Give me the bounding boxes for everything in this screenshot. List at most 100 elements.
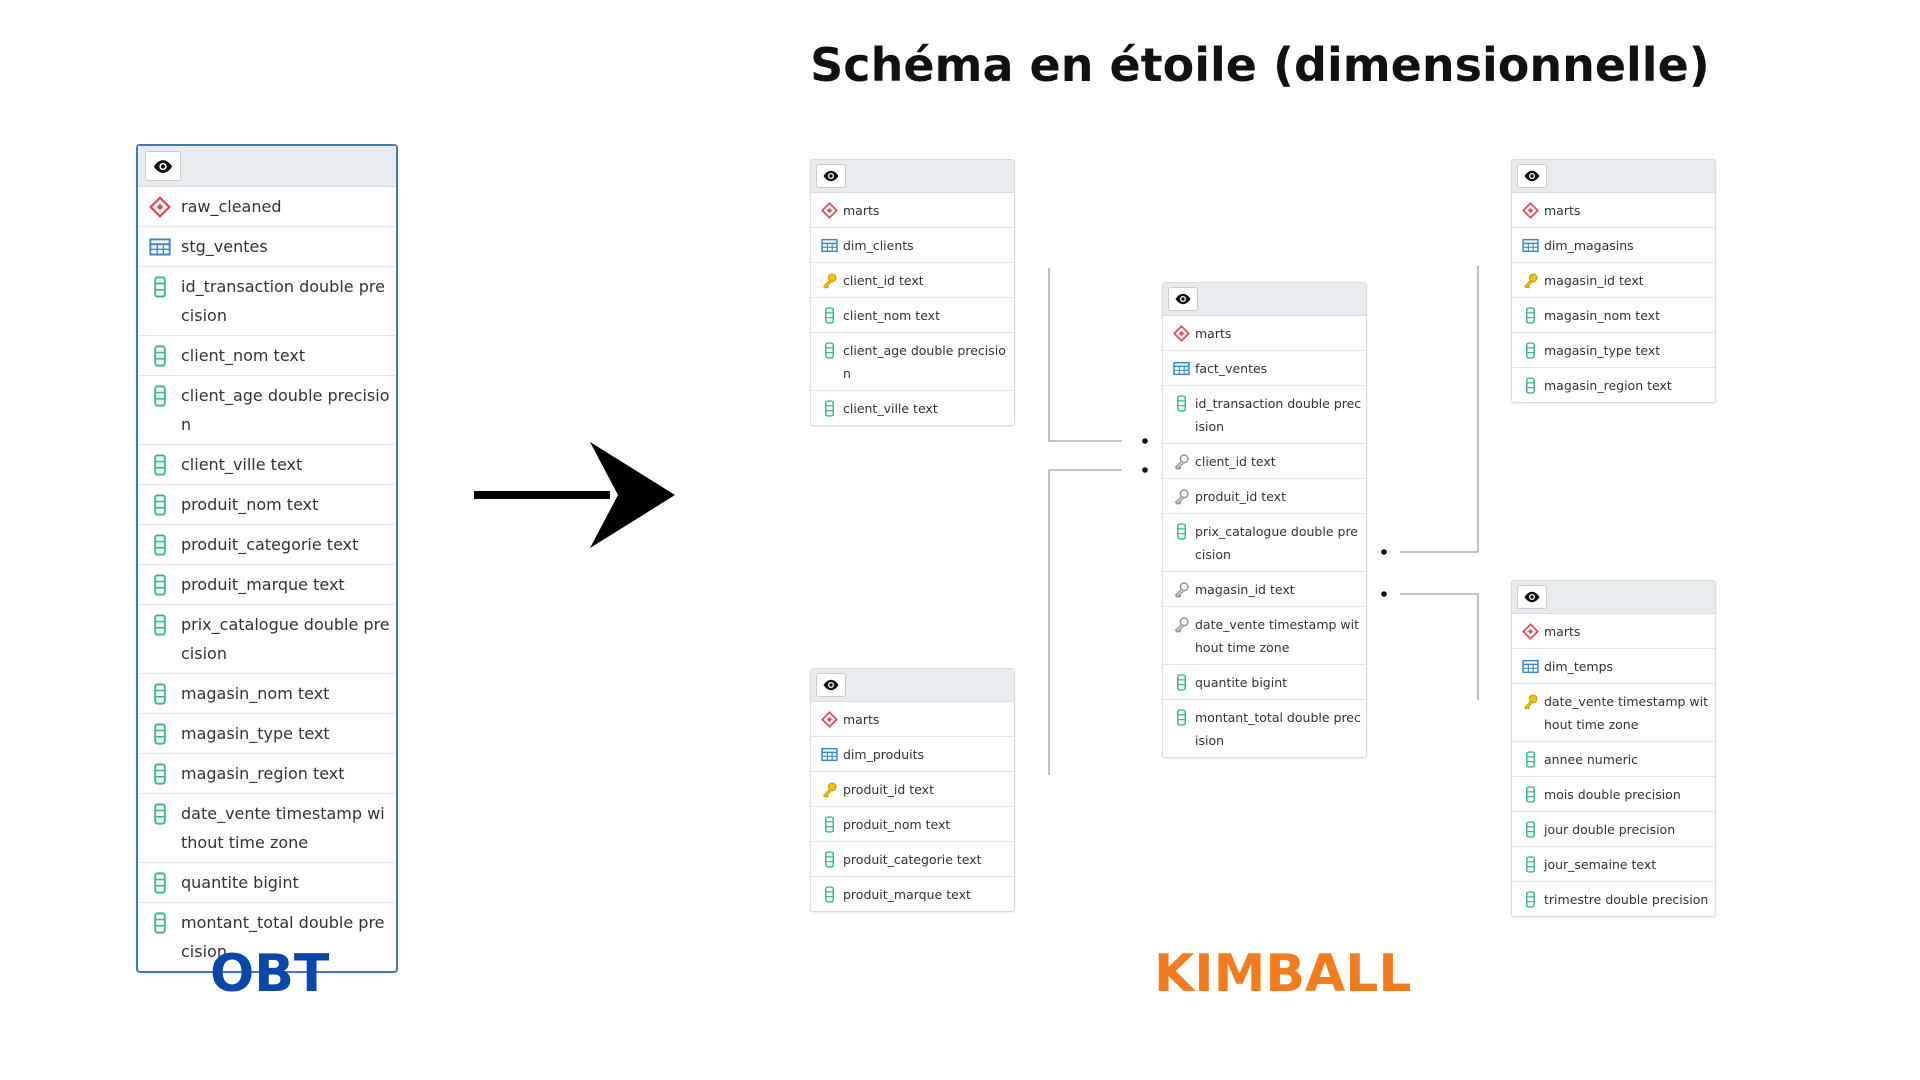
column-row: produit_nom text	[138, 485, 396, 525]
table-name-row: stg_ventes	[138, 227, 396, 267]
eye-icon[interactable]	[1168, 287, 1198, 311]
table-name-row-label: fact_ventes	[1195, 361, 1268, 376]
column-row: produit_marque text	[811, 877, 1014, 911]
eye-icon[interactable]	[816, 673, 846, 697]
column-row-label: client_age double precision	[843, 343, 1006, 381]
kimball-label: KIMBALL	[1154, 944, 1412, 1004]
column-row-label: magasin_type text	[1544, 343, 1661, 358]
foreign-key-row-label: client_id text	[1195, 454, 1276, 469]
column-row: produit_categorie text	[138, 525, 396, 565]
dim-magasins-card: marts dim_magasins magasin_id text magasin_…	[1511, 159, 1716, 403]
column-icon	[819, 304, 839, 327]
column-row-label: magasin_region text	[181, 764, 345, 783]
schema-row: marts	[811, 193, 1014, 228]
column-row-label: date_vente timestamp without time zone	[181, 804, 385, 852]
schema-row-label: marts	[1195, 326, 1232, 341]
column-row: montant_total double precision	[1163, 700, 1366, 757]
column-row: magasin_type text	[1512, 333, 1715, 368]
table-header	[1512, 581, 1715, 614]
eye-icon[interactable]	[145, 151, 181, 181]
key-row-label: magasin_id text	[1544, 273, 1644, 288]
column-row: produit_marque text	[138, 565, 396, 605]
schema-row: marts	[1512, 614, 1715, 649]
foreign-key-row: client_id text	[1163, 444, 1366, 479]
foreign-key-row: magasin_id text	[1163, 572, 1366, 607]
column-row: annee numeric	[1512, 742, 1715, 777]
column-row: jour_semaine text	[1512, 847, 1715, 882]
table-name: stg_ventes	[181, 237, 268, 256]
schema-row-label: marts	[843, 203, 880, 218]
column-row-label: produit_categorie text	[181, 535, 359, 554]
eye-icon[interactable]	[816, 164, 846, 188]
column-row: jour double precision	[1512, 812, 1715, 847]
page-title: Schéma en étoile (dimensionnelle)	[810, 38, 1710, 92]
column-row-label: client_ville text	[181, 455, 303, 474]
column-row: id_transaction double precision	[1163, 386, 1366, 444]
schema-icon	[819, 199, 839, 222]
foreign-key-row: produit_id text	[1163, 479, 1366, 514]
column-icon	[1520, 748, 1540, 771]
column-row: montant_total double precision	[138, 903, 396, 971]
table-name-row-label: dim_magasins	[1544, 238, 1634, 253]
column-icon	[819, 339, 839, 362]
schema-row: marts	[1163, 316, 1366, 351]
column-row: prix_catalogue double precision	[138, 605, 396, 674]
table-icon	[1520, 234, 1540, 257]
column-icon	[819, 813, 839, 836]
column-icon	[1171, 520, 1191, 543]
key-row: client_id text	[811, 263, 1014, 298]
foreign-key-row: date_vente timestamp without time zone	[1163, 607, 1366, 665]
eye-icon[interactable]	[1517, 164, 1547, 188]
column-row: produit_categorie text	[811, 842, 1014, 877]
column-row-label: quantite bigint	[1195, 675, 1288, 690]
schema-icon	[1520, 620, 1540, 643]
schema-row: marts	[811, 702, 1014, 737]
column-icon	[819, 848, 839, 871]
foreign-key-row-label: date_vente timestamp without time zone	[1195, 617, 1360, 655]
column-row-label: produit_marque text	[843, 887, 971, 902]
column-icon	[1520, 853, 1540, 876]
schema-row-label: marts	[1544, 203, 1581, 218]
eye-icon[interactable]	[1517, 585, 1547, 609]
key-row: magasin_id text	[1512, 263, 1715, 298]
key-row-label: date_vente timestamp without time zone	[1544, 694, 1709, 732]
column-icon	[1520, 888, 1540, 911]
foreign-key-icon	[1171, 613, 1191, 636]
column-row-label: magasin_region text	[1544, 378, 1672, 393]
column-row-label: mois double precision	[1544, 787, 1681, 802]
foreign-key-row-label: magasin_id text	[1195, 582, 1295, 597]
schema-icon	[819, 708, 839, 731]
column-row: mois double precision	[1512, 777, 1715, 812]
column-row-label: jour double precision	[1544, 822, 1676, 837]
schema-icon	[1171, 322, 1191, 345]
foreign-key-icon	[1171, 450, 1191, 473]
column-row: id_transaction double precision	[138, 267, 396, 336]
table-name-row: dim_magasins	[1512, 228, 1715, 263]
foreign-key-row-label: produit_id text	[1195, 489, 1286, 504]
table-icon	[1520, 655, 1540, 678]
primary-key-icon	[819, 269, 839, 292]
column-row-label: trimestre double precision	[1544, 892, 1709, 907]
column-row: magasin_region text	[1512, 368, 1715, 402]
table-header	[1512, 160, 1715, 193]
column-row-label: client_age double precision	[181, 386, 390, 434]
column-row-label: produit_nom text	[843, 817, 951, 832]
key-row-label: client_id text	[843, 273, 924, 288]
column-row-label: client_nom text	[181, 346, 306, 365]
column-row-label: produit_categorie text	[843, 852, 982, 867]
table-header	[811, 669, 1014, 702]
schema-row-label: marts	[1544, 624, 1581, 639]
column-row-label: produit_marque text	[181, 575, 345, 594]
table-name-row-label: dim_clients	[843, 238, 914, 253]
table-name-row: fact_ventes	[1163, 351, 1366, 386]
table-header	[811, 160, 1014, 193]
foreign-key-icon	[1171, 578, 1191, 601]
column-row: trimestre double precision	[1512, 882, 1715, 916]
column-row-label: magasin_nom text	[181, 684, 330, 703]
table-icon	[1171, 357, 1191, 380]
table-name-row: dim_clients	[811, 228, 1014, 263]
column-icon	[1520, 304, 1540, 327]
